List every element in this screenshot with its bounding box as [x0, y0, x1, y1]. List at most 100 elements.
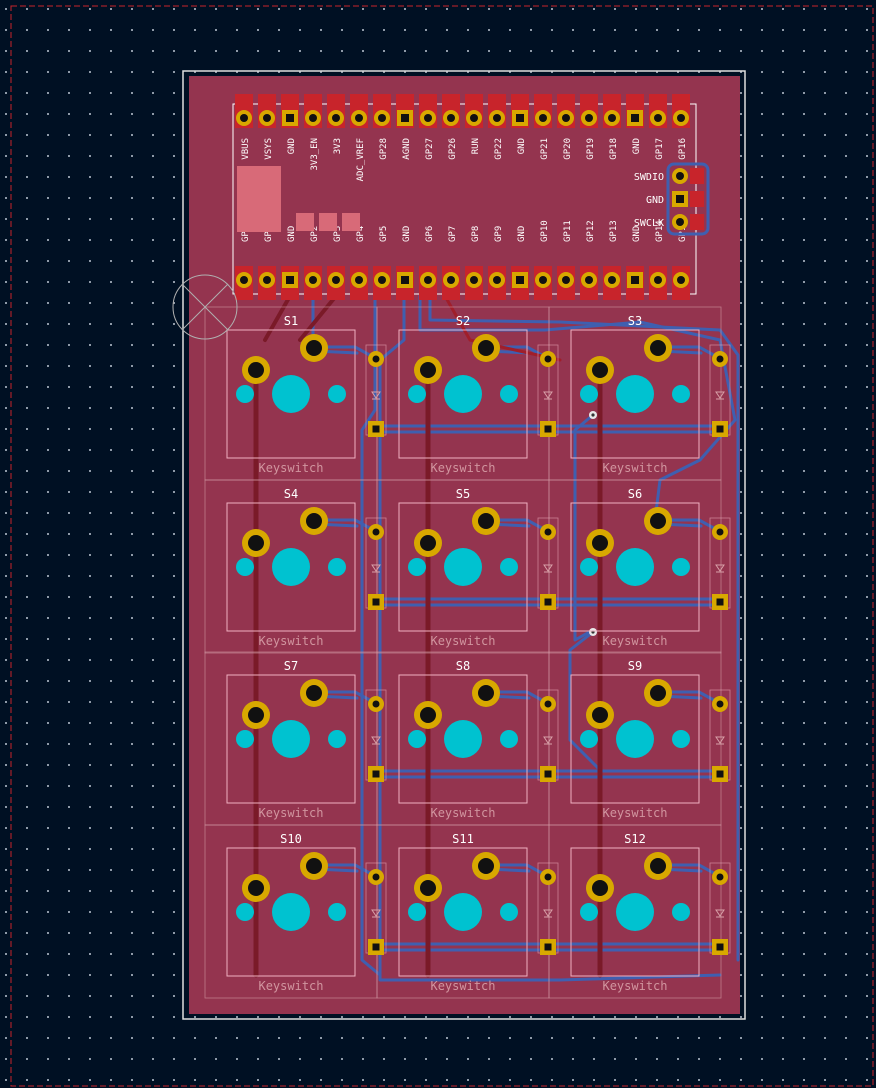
switch-side-hole: [672, 558, 690, 576]
mcu-pad-drill: [447, 114, 455, 122]
switch-value-label: Keyswitch: [258, 806, 323, 820]
switch-body-outline: [398, 847, 528, 977]
switch-reference-label: S12: [624, 832, 646, 846]
diode-pad-drill: [372, 700, 380, 708]
switch-value-label: Keyswitch: [258, 634, 323, 648]
switch-side-hole: [500, 385, 518, 403]
diode-symbol: [371, 909, 381, 918]
mcu-bottom-pin-label: GP0: [241, 226, 251, 242]
switch-reference-label: S10: [280, 832, 302, 846]
mcu-pad-drill: [424, 114, 432, 122]
mcu-pad-drill: [631, 114, 639, 122]
mcu-top-pin-label: GP21: [540, 138, 550, 160]
via-drill: [591, 413, 595, 417]
switch-center-hole: [444, 375, 482, 413]
switch-side-hole: [328, 558, 346, 576]
diode-symbol: [371, 391, 381, 400]
switch-center-hole: [272, 893, 310, 931]
diode-symbol: [715, 391, 725, 400]
mcu-pad-drill: [585, 276, 593, 284]
mcu-bottom-pin-label: GP6: [425, 226, 435, 242]
switch-courtyards: [204, 306, 722, 999]
switch-side-hole: [328, 903, 346, 921]
switch-contact-drill: [306, 858, 322, 874]
diode-pad-drill: [716, 700, 724, 708]
switch-reference-label: S5: [456, 487, 470, 501]
diode-pad-drill: [372, 770, 380, 778]
mcu-top-pin-label: GND: [287, 138, 297, 154]
mcu-bottom-pin-label: GP14: [655, 220, 665, 242]
bootsel-marking: [319, 213, 337, 231]
switch-reference-label: S4: [284, 487, 298, 501]
switch-courtyard: [548, 824, 722, 999]
mcu-pad-drill: [493, 276, 501, 284]
switch-reference-label: S7: [284, 659, 298, 673]
switch-side-hole: [672, 385, 690, 403]
switch-side-hole: [408, 558, 426, 576]
switch-contact-drill: [248, 535, 264, 551]
mcu-pad-drill: [493, 114, 501, 122]
switch-contact-drill: [306, 340, 322, 356]
debug-pad-drill: [676, 218, 684, 226]
mcu-bottom-pin-label: GP3: [333, 226, 343, 242]
switch-reference-label: S6: [628, 487, 642, 501]
mcu-pad-drill: [263, 114, 271, 122]
diode-symbol: [543, 736, 553, 745]
mcu-top-pin-label: AGND: [402, 138, 412, 160]
switch-center-hole: [272, 375, 310, 413]
switch-side-hole: [580, 730, 598, 748]
switch-side-hole: [500, 730, 518, 748]
switch-reference-label: S9: [628, 659, 642, 673]
switch-contact-drill: [478, 858, 494, 874]
switch-body-outline: [570, 502, 700, 632]
switch-value-label: Keyswitch: [602, 979, 667, 993]
diode-pad-drill: [716, 943, 724, 951]
mcu-bottom-pin-label: GP4: [356, 226, 366, 242]
switch-contact-drill: [420, 535, 436, 551]
switch-side-hole: [672, 730, 690, 748]
mcu-pad-drill: [401, 276, 409, 284]
mcu-top-pin-label: GP19: [586, 138, 596, 160]
mcu-pad-drill: [470, 276, 478, 284]
switch-side-hole: [580, 903, 598, 921]
debug-header-outline: [666, 162, 710, 236]
switch-contact-drill: [478, 513, 494, 529]
mcu-pad-drill: [585, 114, 593, 122]
mcu-top-pin-label: GP22: [494, 138, 504, 160]
mcu-bottom-pin-label: GP5: [379, 226, 389, 242]
mcu-pad-drill: [608, 276, 616, 284]
switch-side-hole: [236, 730, 254, 748]
mcu-top-pin-label: GP16: [678, 138, 688, 160]
mcu-pad-drill: [516, 276, 524, 284]
mcu-bottom-pin-label: GP10: [540, 220, 550, 242]
diode-pad-drill: [716, 598, 724, 606]
switch-contact-drill: [420, 880, 436, 896]
switch-center-hole: [616, 893, 654, 931]
switch-contact-drill: [592, 362, 608, 378]
mcu-pad-drill: [516, 114, 524, 122]
mcu-front-trace: [263, 294, 292, 342]
switch-contact-drill: [248, 880, 264, 896]
mcu-front-trace: [443, 294, 562, 362]
switch-contact-drill: [478, 685, 494, 701]
mcu-pad-drill: [401, 114, 409, 122]
mcu-pad-drill: [332, 276, 340, 284]
mcu-pad-drill: [470, 114, 478, 122]
switch-side-hole: [500, 903, 518, 921]
mcu-pad-drill: [240, 276, 248, 284]
mcu-top-pin-label: GP20: [563, 138, 573, 160]
